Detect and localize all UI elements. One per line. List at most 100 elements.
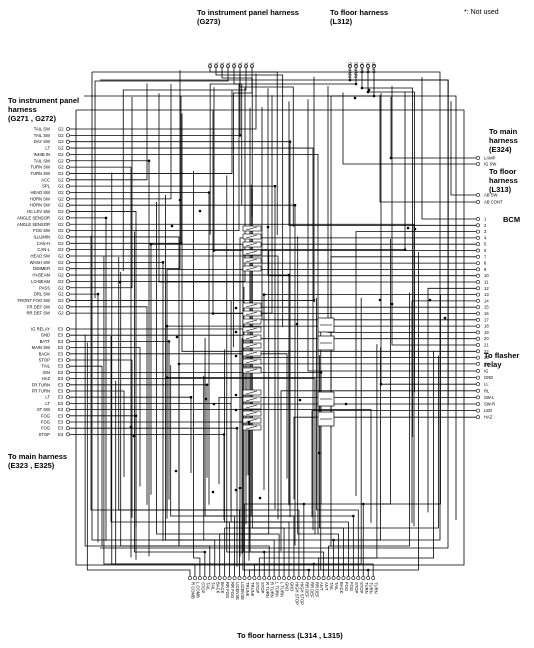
connector-pin <box>207 576 212 580</box>
pin-label: TAIL SW <box>34 158 50 163</box>
pin-label: 19 <box>484 330 489 335</box>
connector-pin <box>267 576 272 580</box>
wire <box>70 153 319 534</box>
pin-label: G2 <box>58 127 64 132</box>
connector-pin <box>476 305 480 310</box>
pin-label: G2 <box>58 241 64 246</box>
switch-blade <box>245 335 258 340</box>
wire <box>70 72 241 136</box>
junction-dot <box>379 382 383 386</box>
connector-pin <box>296 576 301 580</box>
junction-dot <box>175 335 179 339</box>
wire <box>311 410 476 518</box>
wire <box>70 95 182 244</box>
pin-label: HI-BEAM <box>33 273 51 278</box>
pin-label: 11 <box>484 280 489 285</box>
pin-label: RL <box>484 388 490 393</box>
pin-label: AB SW <box>484 193 498 198</box>
junction-dot <box>132 434 136 438</box>
connector-pin <box>476 162 480 166</box>
connector-pin <box>476 395 480 400</box>
wire <box>333 347 381 576</box>
wire <box>75 109 465 566</box>
connector-pin <box>301 576 306 580</box>
pin-label: DAY SW <box>34 139 50 144</box>
connector-pin <box>476 415 480 420</box>
pin-label: FOG <box>344 582 349 591</box>
connector-pin <box>66 376 70 381</box>
connector-pin <box>250 64 254 68</box>
pin-label: G2 <box>58 196 64 201</box>
wire <box>70 306 148 505</box>
connector-pin <box>476 375 480 380</box>
wire <box>330 68 375 429</box>
junction-dot <box>312 299 316 302</box>
pin-label: TURN SW <box>30 171 50 176</box>
connector-pin <box>476 382 480 387</box>
connector-pin <box>341 576 346 580</box>
connector-pin <box>331 576 336 580</box>
junction-dot <box>332 538 335 542</box>
wire <box>70 396 192 473</box>
junction-dot <box>129 425 133 429</box>
pin-label: E3 <box>58 413 64 418</box>
junction-dot <box>298 398 302 402</box>
pin-label: 10 <box>484 273 489 278</box>
connector-pin <box>476 311 480 316</box>
connector-pin <box>66 407 70 412</box>
pin-label: ACC <box>41 177 50 182</box>
pin-label: G2 <box>58 222 64 227</box>
pin-label: DRL SW <box>34 292 50 297</box>
connector-pin <box>372 64 376 68</box>
connector-pin <box>202 576 207 580</box>
switch-blade <box>245 397 258 402</box>
pin-label: 9 <box>484 267 487 272</box>
pin-label: HORN SW <box>30 196 50 201</box>
pin-label: LED <box>484 408 492 413</box>
header-bcm: BCM <box>503 215 521 224</box>
pin-label: STOP <box>200 582 205 594</box>
wire <box>70 70 181 270</box>
pin-label: LL <box>484 382 489 387</box>
junction-dot <box>258 496 262 500</box>
pin-label: 20 <box>484 336 489 341</box>
connector-pin <box>66 420 70 424</box>
junction-dot <box>174 469 178 473</box>
connector-pin <box>476 369 480 373</box>
pin-label: BACK <box>39 351 51 356</box>
junction-dot <box>198 209 202 213</box>
pin-label: FOG <box>41 413 50 418</box>
pin-label: G2 <box>58 209 64 214</box>
pin-label: HAZ <box>484 415 493 420</box>
pin-label: BATT <box>40 339 51 344</box>
pin-label: LT <box>45 146 50 151</box>
connector-pin <box>476 248 480 253</box>
wire <box>320 320 369 576</box>
wire <box>70 73 257 130</box>
junction-dot <box>222 433 226 436</box>
pin-label: 22 <box>484 349 489 354</box>
pin-label: PASS <box>39 285 50 290</box>
switch-blade <box>245 226 258 231</box>
junction-dot <box>353 96 357 100</box>
switch-blade <box>245 368 258 373</box>
pin-label: ILL <box>214 61 219 67</box>
connector-pin <box>66 235 70 239</box>
pin-label: IG <box>484 369 488 374</box>
wire <box>70 90 233 174</box>
pin-label: STOP <box>354 582 359 594</box>
pin-label: R TURN <box>270 582 275 598</box>
wire <box>70 415 137 560</box>
pin-label: HIGH STOP <box>299 582 304 605</box>
connector-pin <box>366 64 370 68</box>
pin-label: E3 <box>58 376 64 381</box>
wire <box>115 380 374 576</box>
connector-pin <box>476 200 480 204</box>
header-l312: To floor harness(L312) <box>330 8 389 26</box>
connector-pin <box>212 576 217 580</box>
connector-pin <box>66 152 70 157</box>
connector-pin <box>476 242 480 247</box>
switch-blade <box>245 319 258 324</box>
